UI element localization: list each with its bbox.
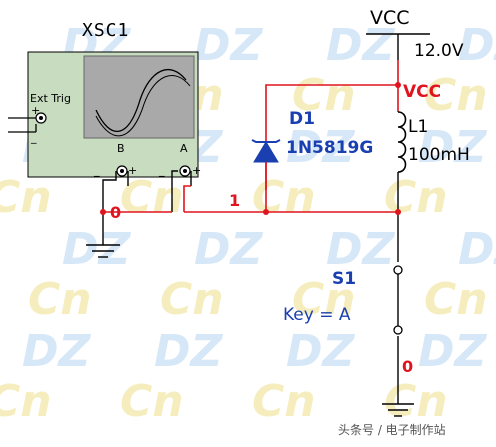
- vcc-net-label: VCC: [403, 82, 441, 102]
- diode-ref-label: D1: [289, 109, 315, 129]
- diode-d1[interactable]: D1 1N5819G: [251, 109, 373, 190]
- net-label-0-left: 0: [110, 203, 121, 222]
- junction-vcc: [395, 82, 401, 88]
- switch-contact-top: [393, 265, 403, 275]
- watermark-cn: Cn: [28, 274, 92, 325]
- watermark-cn: Cn: [160, 274, 224, 325]
- wire-node1-scope: [183, 185, 191, 212]
- switch-s1[interactable]: S1 Key = A: [283, 265, 403, 335]
- net-label-1: 1: [229, 191, 240, 210]
- watermark-dz: DZ: [286, 122, 356, 173]
- watermark-dz: DZ: [326, 224, 396, 275]
- scope-ref-label: XSC1: [82, 20, 129, 41]
- watermark-cn: Cn: [0, 376, 52, 427]
- watermark-dz: DZ: [62, 224, 132, 275]
- watermark-cn: Cn: [384, 172, 448, 223]
- watermark-cn: Cn: [384, 376, 448, 427]
- watermark-dz: DZ: [194, 224, 264, 275]
- oscilloscope-xsc1[interactable]: XSC1 Ext Trig + _ B _ + A _ +: [8, 20, 201, 178]
- vcc-voltage-label: 12.0V: [414, 41, 464, 61]
- watermark-dz: DZ: [418, 326, 488, 377]
- junction-right: [395, 209, 401, 215]
- watermark-cn: Cn: [120, 172, 184, 223]
- channel-a-terminal-dot: [183, 169, 187, 173]
- inductor-coil: [397, 111, 407, 173]
- watermark-dz: DZ: [458, 20, 496, 71]
- vcc-rail-label: VCC: [370, 7, 410, 29]
- scope-wiring: [102, 170, 192, 245]
- ext-trig-label: Ext Trig: [30, 92, 71, 105]
- channel-b-minus: _: [93, 164, 100, 177]
- scope-waveform-a: [95, 68, 187, 132]
- watermark-dz: DZ: [194, 20, 264, 71]
- channel-a-plus: +: [192, 164, 201, 177]
- watermark-cn: Cn: [424, 274, 488, 325]
- junction-left: [100, 209, 106, 215]
- switch-ref-label: S1: [332, 269, 356, 289]
- watermark-cn: Cn: [424, 70, 488, 121]
- inductor-value-label: 100mH: [408, 145, 470, 165]
- wire-b-minus: [102, 171, 117, 212]
- watermark-dz: DZ: [154, 326, 224, 377]
- credit-watermark: 头条号 / 电子制作站: [338, 423, 446, 437]
- watermark-dz: DZ: [458, 224, 496, 275]
- watermark-dz: DZ: [418, 122, 488, 173]
- watermark-cn: Cn: [252, 172, 316, 223]
- switch-contact-bottom: [393, 325, 403, 335]
- wire-a-minus: [171, 170, 178, 212]
- channel-a-minus: _: [158, 164, 165, 177]
- ground-right: [382, 403, 414, 417]
- watermark-cn: Cn: [292, 70, 356, 121]
- watermark-cn: Cn: [0, 172, 52, 223]
- watermark-dz: DZ: [326, 20, 396, 71]
- vcc-source[interactable]: VCC 12.0V VCC: [366, 7, 464, 102]
- watermark-cn: Cn: [252, 376, 316, 427]
- scope-waveform-b: [95, 75, 191, 137]
- diode-part-label: 1N5819G: [286, 138, 373, 158]
- channel-b-terminal-dot: [120, 169, 124, 173]
- inductor-l1[interactable]: L1 100mH: [397, 111, 470, 176]
- diode-triangle: [253, 141, 279, 163]
- watermark-dz: DZ: [22, 326, 92, 377]
- net-label-0-right: 0: [402, 357, 413, 376]
- ground-left: [86, 244, 120, 258]
- scope-screen: [83, 55, 195, 139]
- channel-a-label: A: [180, 142, 188, 155]
- switch-key-label: Key = A: [283, 305, 351, 325]
- junction-diode: [263, 209, 269, 215]
- junction-dots: [100, 82, 401, 215]
- ext-trig-plus: +: [31, 104, 40, 117]
- channel-b-label: B: [117, 142, 125, 155]
- watermark-cn: Cn: [120, 376, 184, 427]
- watermark-cn: Cn: [292, 274, 356, 325]
- watermark-dz: DZ: [286, 326, 356, 377]
- diode-cathode-bar: [251, 139, 281, 143]
- ext-trig-terminal-dot: [39, 116, 43, 120]
- ext-trig-minus: _: [30, 131, 37, 144]
- channel-b-plus: +: [128, 164, 137, 177]
- inductor-ref-label: L1: [408, 117, 428, 137]
